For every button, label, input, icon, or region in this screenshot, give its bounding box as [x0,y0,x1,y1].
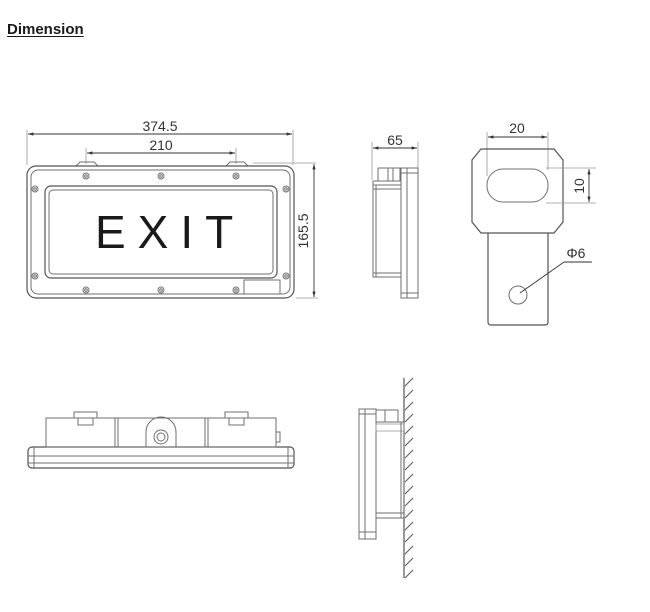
page-heading: Dimension [7,21,84,38]
bottom-view [27,411,295,469]
dim-slot-width: 20 [509,120,525,136]
front-view: 374.5 210 EXIT [26,118,318,299]
dim-slot-height: 10 [571,178,587,194]
dim-overall-width: 374.5 [142,118,177,134]
exit-sign-text: EXIT [95,206,245,258]
dim-hole-diameter: Φ6 [567,245,586,261]
dim-depth: 65 [387,132,403,148]
bracket-detail: 20 10 Φ6 [471,120,596,326]
side-view: 65 [371,132,419,299]
dim-height: 165.5 [295,213,311,248]
dim-mount-spacing: 210 [149,137,173,153]
wall-mount-view [358,377,414,579]
